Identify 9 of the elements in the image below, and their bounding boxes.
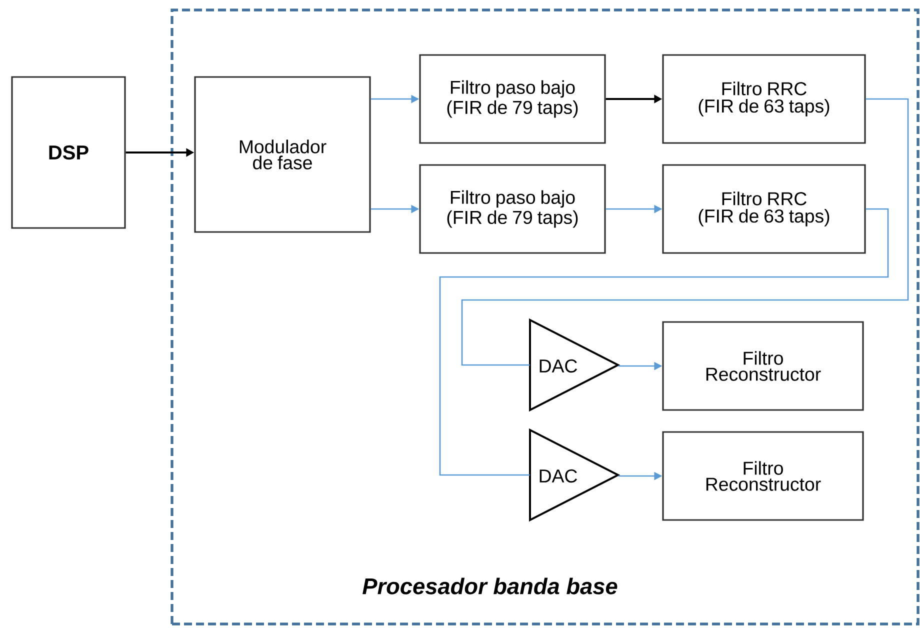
process-box: DSP bbox=[11, 76, 126, 229]
process-box: Filtro paso bajo (FIR de 79 taps) bbox=[419, 54, 606, 144]
process-box: Filtro paso bajo (FIR de 79 taps) bbox=[419, 164, 606, 254]
frame-title: Procesador banda base bbox=[362, 578, 618, 594]
process-box: Filtro RRC (FIR de 63 taps) bbox=[662, 54, 866, 144]
process-box: Filtro RRC (FIR de 63 taps) bbox=[662, 164, 866, 254]
process-box: Filtro Reconstructor bbox=[662, 321, 864, 411]
process-box: Filtro Reconstructor bbox=[662, 431, 864, 521]
process-box: Modulador de fase bbox=[194, 76, 371, 233]
